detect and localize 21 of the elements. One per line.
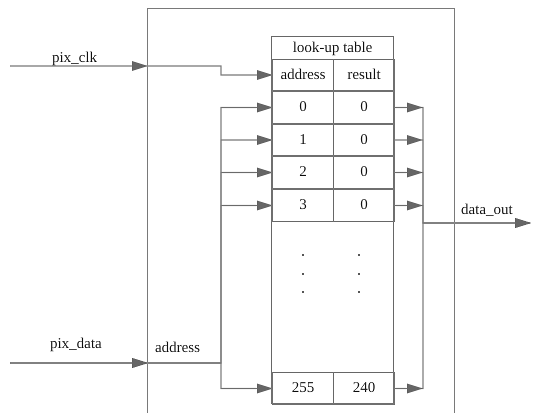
table-cell: 2 bbox=[272, 156, 334, 189]
table-cell: 0 bbox=[272, 91, 334, 124]
lookup-table bbox=[271, 36, 394, 404]
arrow bbox=[10, 358, 273, 394]
arrow bbox=[10, 61, 273, 80]
signal-label: pix_clk bbox=[52, 51, 112, 67]
table-cell: address bbox=[272, 59, 334, 91]
table-cell: 0 bbox=[333, 156, 395, 189]
arrow bbox=[395, 218, 531, 394]
table-cell: 0 bbox=[333, 91, 395, 124]
table-cell: 0 bbox=[333, 124, 395, 156]
table-title: look-up table bbox=[292, 39, 374, 58]
table-cell: 0 bbox=[333, 189, 395, 222]
signal-label: data_out bbox=[461, 203, 527, 220]
table-cell: 3 bbox=[272, 189, 334, 222]
table-cell: result bbox=[333, 59, 395, 91]
table-cell: 255 bbox=[272, 372, 334, 405]
module-box bbox=[147, 8, 455, 413]
table-cell: 1 bbox=[272, 124, 334, 156]
table-cell: 240 bbox=[333, 372, 395, 405]
signal-label: pix_data bbox=[50, 337, 120, 353]
